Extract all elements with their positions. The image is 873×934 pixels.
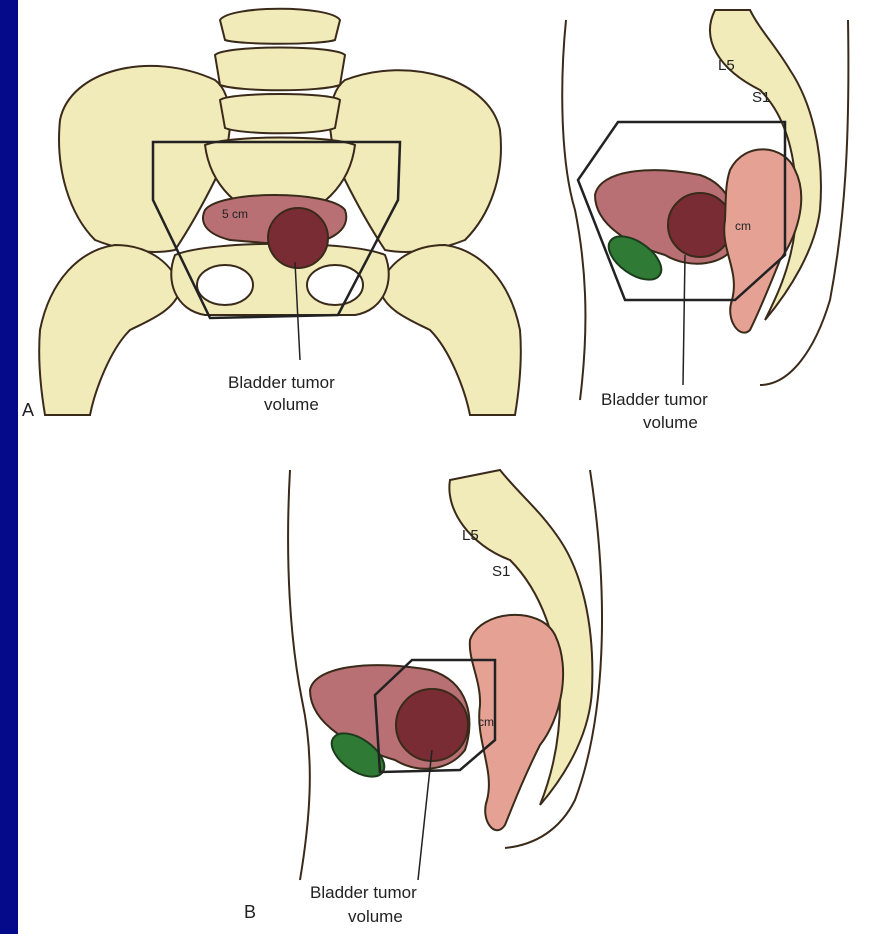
- vertebra-s1-label: S1: [752, 89, 770, 106]
- pelvis-lateral-view: [562, 10, 848, 400]
- size-label-side: cm: [735, 219, 751, 233]
- callout-side-line1: Bladder tumor: [601, 390, 708, 409]
- size-label-front: 5 cm: [222, 207, 248, 221]
- bladder-tumor-lateral: [668, 193, 732, 257]
- size-label-b: cm: [478, 715, 494, 729]
- vertebra-l5-label-b: L5: [462, 527, 479, 544]
- pelvis-lateral-view-b: [288, 470, 602, 880]
- panel-label-b: B: [244, 902, 256, 922]
- pelvis-front-view: [39, 9, 521, 415]
- left-femur: [39, 245, 180, 415]
- callout-front-line2: volume: [264, 395, 319, 414]
- rectum-lateral: [724, 149, 801, 332]
- body-outline-lateral: [562, 20, 585, 400]
- right-iliac-wing: [330, 70, 501, 252]
- lumbar-spine: [215, 9, 345, 134]
- panel-label-a: A: [22, 400, 34, 420]
- callout-b-line2: volume: [348, 907, 403, 926]
- body-outline-b-front: [288, 470, 310, 880]
- vertebra-s1-label-b: S1: [492, 563, 510, 580]
- bladder-tumor-front: [268, 208, 328, 268]
- vertebra-l5-label: L5: [718, 57, 735, 74]
- callout-b-line1: Bladder tumor: [310, 883, 417, 902]
- callout-side-line2: volume: [643, 413, 698, 432]
- right-femur: [380, 245, 521, 415]
- callout-front-line1: Bladder tumor: [228, 373, 335, 392]
